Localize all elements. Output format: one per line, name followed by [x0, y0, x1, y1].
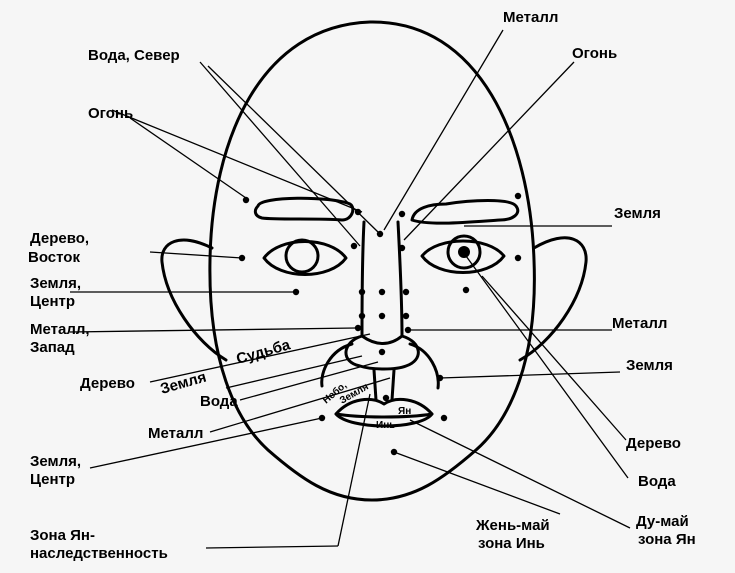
left-eye: [262, 240, 348, 276]
label-metal-west-1: Металл,: [30, 321, 90, 338]
label-metal-right: Металл: [612, 315, 667, 332]
upper-lip-area-r: [408, 342, 440, 390]
label-earth-center-low-1: Земля,: [30, 453, 81, 470]
right-ear: [518, 236, 588, 362]
label-dumai-1: Ду-май: [636, 513, 689, 530]
label-wood-right: Дерево: [626, 435, 681, 452]
left-eyebrow: [253, 196, 355, 222]
label-renmai-1: Жень-май: [475, 517, 550, 534]
label-fate: Судьба: [234, 336, 292, 368]
label-metal-left: Металл: [148, 425, 203, 442]
upper-lip-area: [320, 342, 354, 388]
label-earth-center-2: Центр: [30, 293, 75, 310]
left-iris: [284, 238, 320, 274]
label-fire-right: Огонь: [572, 45, 617, 62]
right-eye: [420, 239, 506, 274]
label-water-left: Вода: [200, 393, 238, 410]
label-yang-zone-2: наследственность: [30, 545, 168, 562]
nose-tip: [360, 334, 404, 345]
label-earth-right-mid: Земля: [626, 357, 673, 374]
label-renmai-2: зона Инь: [478, 535, 545, 552]
label-earth-center-low-2: Центр: [30, 471, 75, 488]
nose: [344, 220, 420, 371]
label-wood-east-2: Восток: [28, 249, 80, 266]
label-wood-left: Дерево: [80, 375, 135, 392]
right-iris: [446, 234, 482, 270]
label-yang-small: Ян: [398, 406, 411, 417]
label-metal-west-2: Запад: [30, 339, 75, 356]
philtrum: [372, 368, 396, 402]
right-pupil: [458, 246, 470, 258]
label-yang-zone-1: Зона Ян-: [30, 527, 95, 544]
label-water-right: Вода: [638, 473, 676, 490]
label-dumai-2: зона Ян: [638, 531, 696, 548]
label-fire-left: Огонь: [88, 105, 133, 122]
face-outline: [208, 20, 536, 502]
right-eyebrow: [410, 199, 520, 225]
label-water-north: Вода, Север: [88, 47, 180, 64]
label-earth-right-top: Земля: [614, 205, 661, 222]
mouth: [334, 397, 434, 428]
label-earth-center-1: Земля,: [30, 275, 81, 292]
label-yin-small: Инь: [376, 420, 395, 431]
acupoints: [238, 192, 522, 456]
mouth-line: [334, 412, 434, 419]
label-metal-top: Металл: [503, 9, 558, 26]
leader-lines: [69, 29, 631, 549]
label-wood-east-1: Дерево,: [30, 230, 89, 247]
left-ear: [160, 238, 228, 362]
